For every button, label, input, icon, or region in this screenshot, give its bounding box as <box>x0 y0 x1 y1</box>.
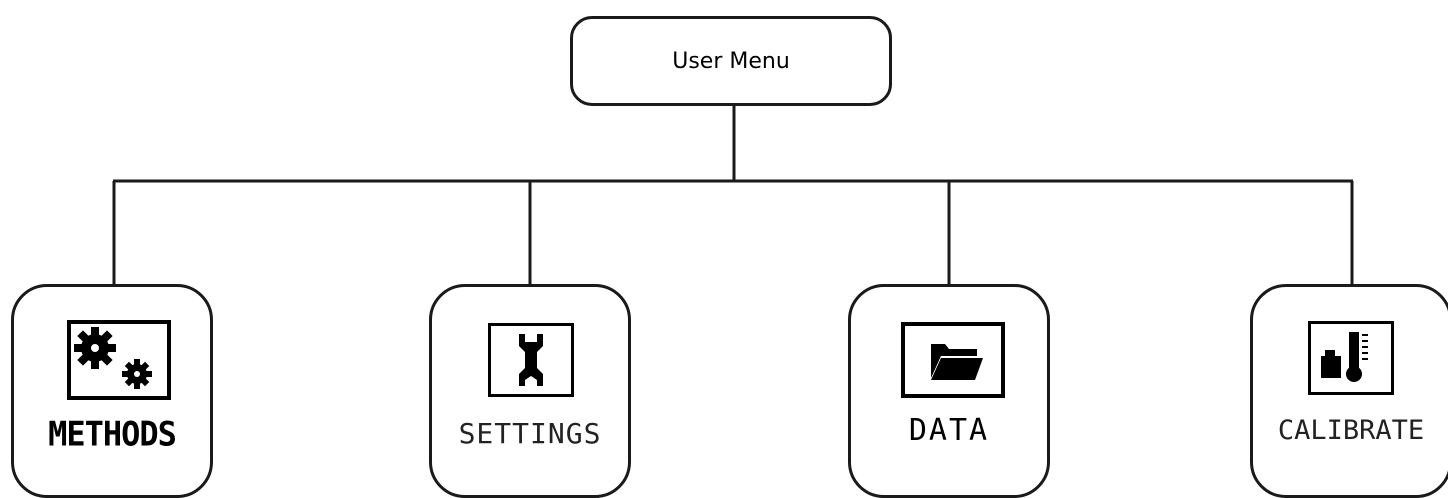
gears-icon <box>67 320 171 400</box>
user-menu-label: User Menu <box>672 48 790 74</box>
settings-button[interactable]: SETTINGS <box>429 284 631 498</box>
calibrate-button[interactable]: CALIBRATE <box>1250 284 1448 498</box>
user-menu-node[interactable]: User Menu <box>570 16 892 106</box>
methods-label: METHODS <box>48 414 177 454</box>
weight-thermometer-icon <box>1308 321 1394 395</box>
data-label: DATA <box>908 413 990 448</box>
tree-connectors <box>112 106 1354 285</box>
settings-label: SETTINGS <box>458 417 602 450</box>
wrench-icon <box>488 323 574 397</box>
methods-button[interactable]: METHODS <box>11 284 213 498</box>
data-button[interactable]: DATA <box>848 284 1050 498</box>
calibrate-label: CALIBRATE <box>1277 415 1425 446</box>
folder-icon <box>901 322 1005 398</box>
